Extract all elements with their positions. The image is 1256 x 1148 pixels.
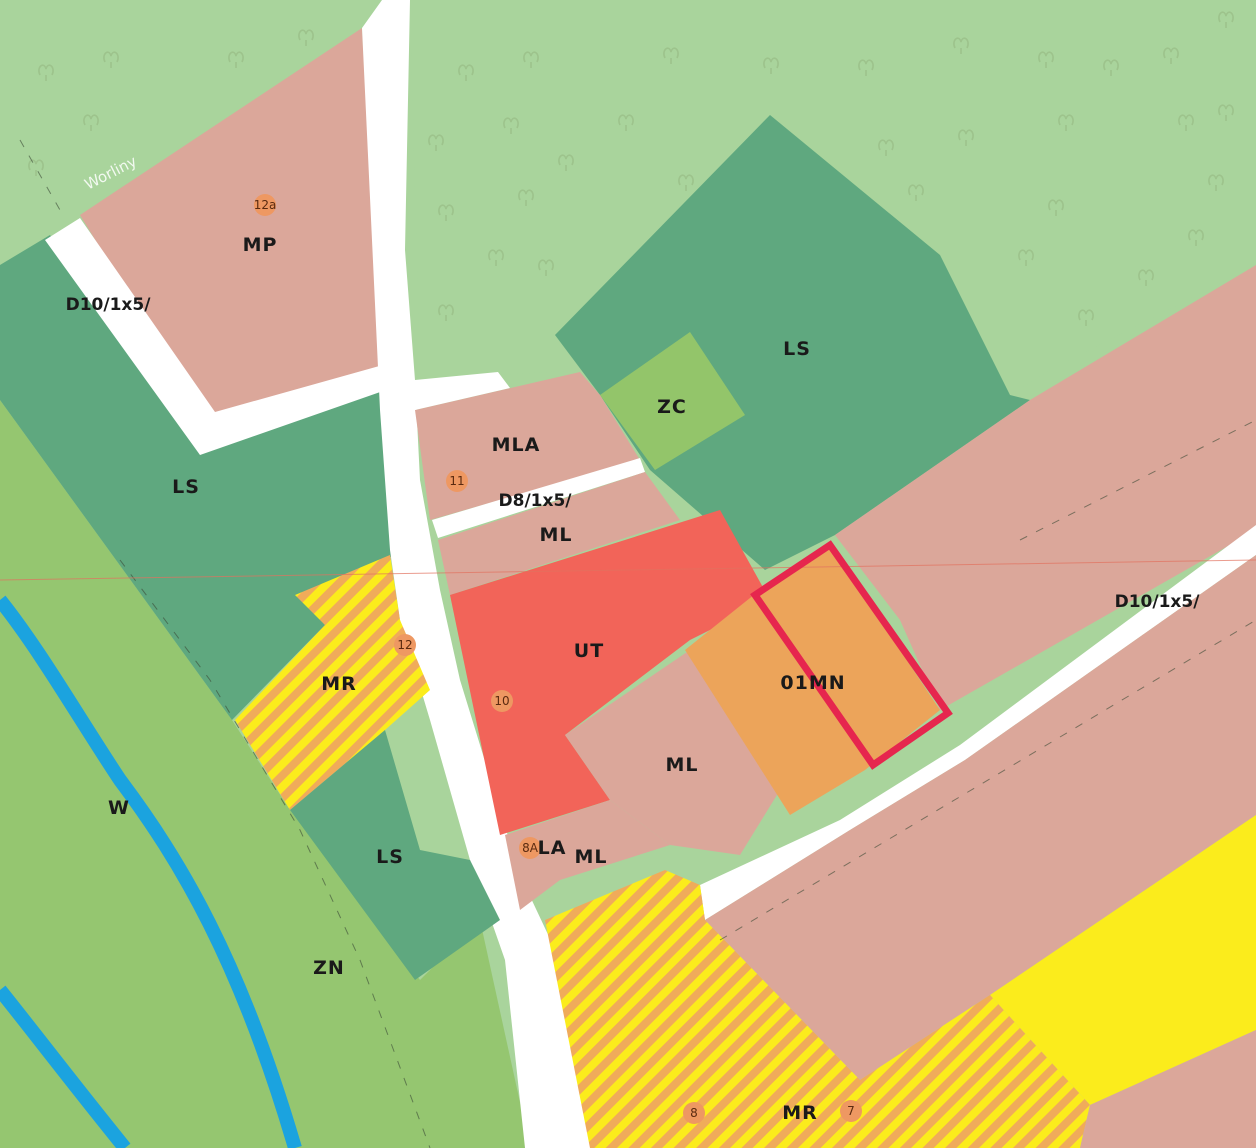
zone-label-mla-small: LA bbox=[538, 837, 567, 859]
forest-area-right bbox=[410, 0, 1256, 395]
parcel-marker-8: 8 bbox=[683, 1102, 705, 1124]
road-d10-top-left bbox=[45, 218, 386, 455]
parcel-marker-10: 10 bbox=[491, 690, 513, 712]
zone-mla-area bbox=[415, 372, 640, 520]
parcel-marker-12a: 12a bbox=[254, 194, 277, 216]
zone-label-mn: 01MN bbox=[780, 672, 845, 694]
yellow-area-lower-right bbox=[990, 815, 1256, 1105]
water-stream-lower bbox=[0, 985, 131, 1148]
zone-label-mr-bottom: MR bbox=[782, 1102, 818, 1124]
zone-mp-area bbox=[80, 28, 380, 420]
parcel-number-12a: 12a bbox=[254, 198, 277, 212]
zone-zn-area bbox=[0, 400, 530, 1148]
parcel-number-12: 12 bbox=[397, 638, 412, 652]
road-label-right: D10/1x5/ bbox=[1115, 592, 1201, 612]
zone-ls-left-area bbox=[0, 235, 395, 720]
zone-label-ml-small: ML bbox=[574, 846, 607, 868]
water-stream-main bbox=[0, 595, 302, 1148]
zone-mr-left-area bbox=[235, 555, 430, 810]
parcel-number-7: 7 bbox=[847, 1104, 855, 1118]
residential-upper-right bbox=[835, 265, 1256, 710]
zone-ls-bottom-area bbox=[290, 730, 500, 980]
zone-label-ut: UT bbox=[574, 640, 604, 662]
road-d8 bbox=[432, 458, 645, 538]
zone-label-ls-left: LS bbox=[172, 476, 200, 498]
zone-label-w: W bbox=[108, 797, 130, 819]
zone-label-mp: MP bbox=[243, 234, 278, 256]
zone-label-mr-left: MR bbox=[321, 673, 357, 695]
zone-label-ls-bottom: LS bbox=[376, 846, 404, 868]
forest-area-left bbox=[0, 0, 382, 265]
forest-tree-marks bbox=[28, 11, 1234, 326]
parcel-marker-12: 12 bbox=[394, 634, 416, 656]
zone-ml-center-area bbox=[565, 650, 780, 855]
road-d10-right bbox=[700, 525, 1256, 920]
road-label-top-left: D10/1x5/ bbox=[66, 295, 152, 315]
road-strip-top bbox=[415, 372, 510, 410]
parcel-marker-11: 11 bbox=[446, 470, 468, 492]
parcel-marker-8a: 8A bbox=[519, 837, 541, 859]
residential-bottom-right bbox=[1080, 1030, 1256, 1148]
parcel-marker-7: 7 bbox=[840, 1100, 862, 1122]
residential-lower-right bbox=[705, 555, 1256, 1080]
cadastral-line bbox=[0, 559, 1256, 581]
parcel-number-10: 10 bbox=[494, 694, 509, 708]
zone-ml-upper-area bbox=[438, 472, 680, 595]
zone-label-zc: ZC bbox=[657, 396, 687, 418]
zone-label-mla: MLA bbox=[492, 434, 541, 456]
zone-ut-area bbox=[450, 510, 770, 835]
road-label-middle: D8/1x5/ bbox=[499, 491, 573, 511]
zone-label-ml-upper: ML bbox=[539, 524, 572, 546]
zone-label-ml-center: ML bbox=[665, 754, 698, 776]
zone-mla-small-area bbox=[505, 800, 670, 910]
parcel-number-8a: 8A bbox=[522, 841, 539, 855]
highlighted-parcel-outline[interactable] bbox=[750, 540, 953, 770]
parcel-number-11: 11 bbox=[449, 474, 464, 488]
zone-label-ls-top: LS bbox=[783, 338, 811, 360]
parcel-number-8: 8 bbox=[690, 1106, 698, 1120]
zone-label-zn: ZN bbox=[313, 957, 345, 979]
zone-mr-bottom-area bbox=[545, 870, 1090, 1148]
zone-zc-area bbox=[600, 332, 745, 470]
boundary-lines bbox=[19, 139, 1256, 1148]
